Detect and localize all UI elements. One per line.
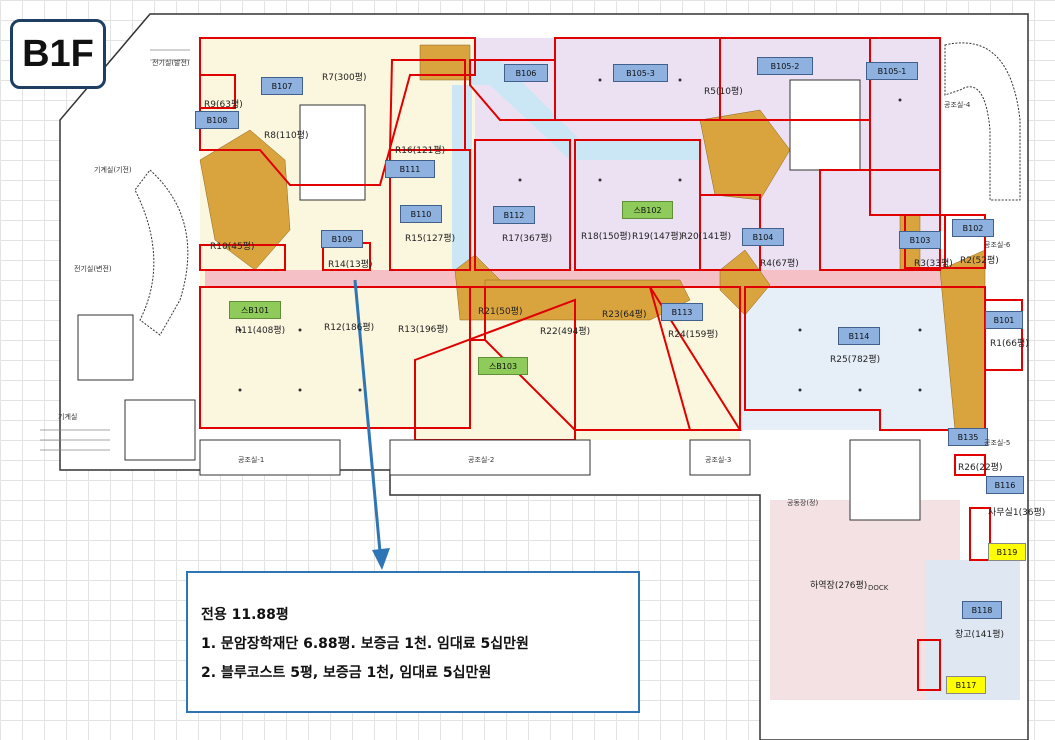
unit-tag[interactable]: 스B102	[622, 201, 673, 219]
lease-info-callout: 전용 11.88평 1. 문암장학재단 6.88평. 보증금 1천. 임대료 5…	[186, 571, 640, 713]
room-label: R21(50평)	[478, 307, 523, 317]
room-label: R3(33평)	[914, 259, 953, 269]
unit-tag[interactable]: B118	[962, 601, 1002, 619]
right-ramp	[944, 42, 1021, 201]
unit-tag[interactable]: B116	[986, 476, 1024, 494]
room-label: R9(63평)	[204, 100, 243, 110]
left-ramp	[134, 169, 189, 336]
room-label: 창고(141평)	[955, 630, 1005, 640]
unit-tag[interactable]: B105-1	[866, 62, 918, 80]
service-hatch	[40, 49, 190, 451]
room-label: R11(408평)	[235, 326, 286, 336]
unit-tag[interactable]: B114	[838, 327, 880, 345]
room-label: R5(10평)	[704, 87, 743, 97]
room-label: R1(66평)	[990, 339, 1029, 349]
room-label: R24(159평)	[668, 330, 719, 340]
service-label: DOCK	[868, 584, 889, 592]
room-label: R20(141평)	[681, 232, 732, 242]
room-label: R22(494평)	[540, 327, 591, 337]
unit-tag[interactable]: B103	[899, 231, 941, 249]
unit-tag[interactable]: B109	[321, 230, 363, 248]
room-label: R7(300평)	[322, 73, 367, 83]
room-label: R26(22평)	[958, 463, 1003, 473]
room-label: R18(150평)	[581, 232, 632, 242]
floor-label: B1F	[10, 19, 106, 89]
column-markers	[238, 78, 922, 392]
utility-rooms	[124, 399, 751, 476]
service-label: 공조실-1	[238, 456, 265, 464]
unit-tag[interactable]: B113	[661, 303, 703, 321]
callout-title: 전용 11.88평	[201, 607, 289, 623]
unit-tag[interactable]: B117	[946, 676, 986, 694]
room-label: 하역장(276평)	[810, 581, 868, 591]
unit-tag[interactable]: B104	[742, 228, 784, 246]
room-label: R12(186평)	[324, 323, 375, 333]
unit-tag[interactable]: B112	[493, 206, 535, 224]
room-label: R19(147평)	[632, 232, 683, 242]
room-label: R23(64평)	[602, 310, 647, 320]
unit-tag[interactable]: B102	[952, 219, 994, 237]
unit-tag[interactable]: 스B101	[229, 301, 281, 319]
service-label: 전기실(변전)	[74, 265, 112, 273]
callout-line-2: 2. 블루코스트 5평, 보증금 1천, 임대료 5십만원	[201, 665, 492, 681]
room-label: R15(127평)	[405, 234, 456, 244]
callout-line-1: 1. 문암장학재단 6.88평. 보증금 1천. 임대료 5십만원	[201, 636, 529, 652]
room-label: R4(67평)	[760, 259, 799, 269]
room-label: R8(110평)	[264, 131, 309, 141]
unit-tag[interactable]: B119	[988, 543, 1026, 561]
unit-tag[interactable]: B135	[948, 428, 988, 446]
unit-tag[interactable]: B106	[504, 64, 548, 82]
unit-tag[interactable]: B110	[400, 205, 442, 223]
service-label: 공동장(정)	[787, 499, 819, 507]
callout-arrow	[353, 279, 390, 570]
room-label: R16(121평)	[395, 146, 446, 156]
room-label: R17(367평)	[502, 234, 553, 244]
lease-outlines	[199, 37, 1023, 691]
unit-tag[interactable]: B101	[985, 311, 1023, 329]
unit-tag[interactable]: B105-3	[613, 64, 668, 82]
room-label: 사무실1(36평)	[988, 508, 1046, 518]
service-label: 전기실(발전)	[152, 59, 190, 67]
service-label: 공조실-4	[944, 101, 971, 109]
service-label: 기계실(기전)	[94, 166, 132, 174]
unit-tag[interactable]: 스B103	[478, 357, 528, 375]
unit-tag[interactable]: B108	[195, 111, 239, 129]
unit-tag[interactable]: B111	[385, 160, 435, 178]
unit-tag[interactable]: B107	[261, 77, 303, 95]
unit-tag[interactable]: B105-2	[757, 57, 813, 75]
room-label: R2(52평)	[960, 256, 999, 266]
service-label: 기계실	[58, 413, 78, 421]
room-label: R25(782평)	[830, 355, 881, 365]
room-label: R14(13평)	[328, 260, 373, 270]
service-label: 공조실-6	[984, 241, 1011, 249]
service-label: 공조실-2	[468, 456, 495, 464]
room-label: R10(45평)	[210, 242, 255, 252]
service-label: 공조실-3	[705, 456, 732, 464]
room-label: R13(196평)	[398, 325, 449, 335]
service-label: 공조실-5	[984, 439, 1011, 447]
escalators	[77, 79, 921, 521]
